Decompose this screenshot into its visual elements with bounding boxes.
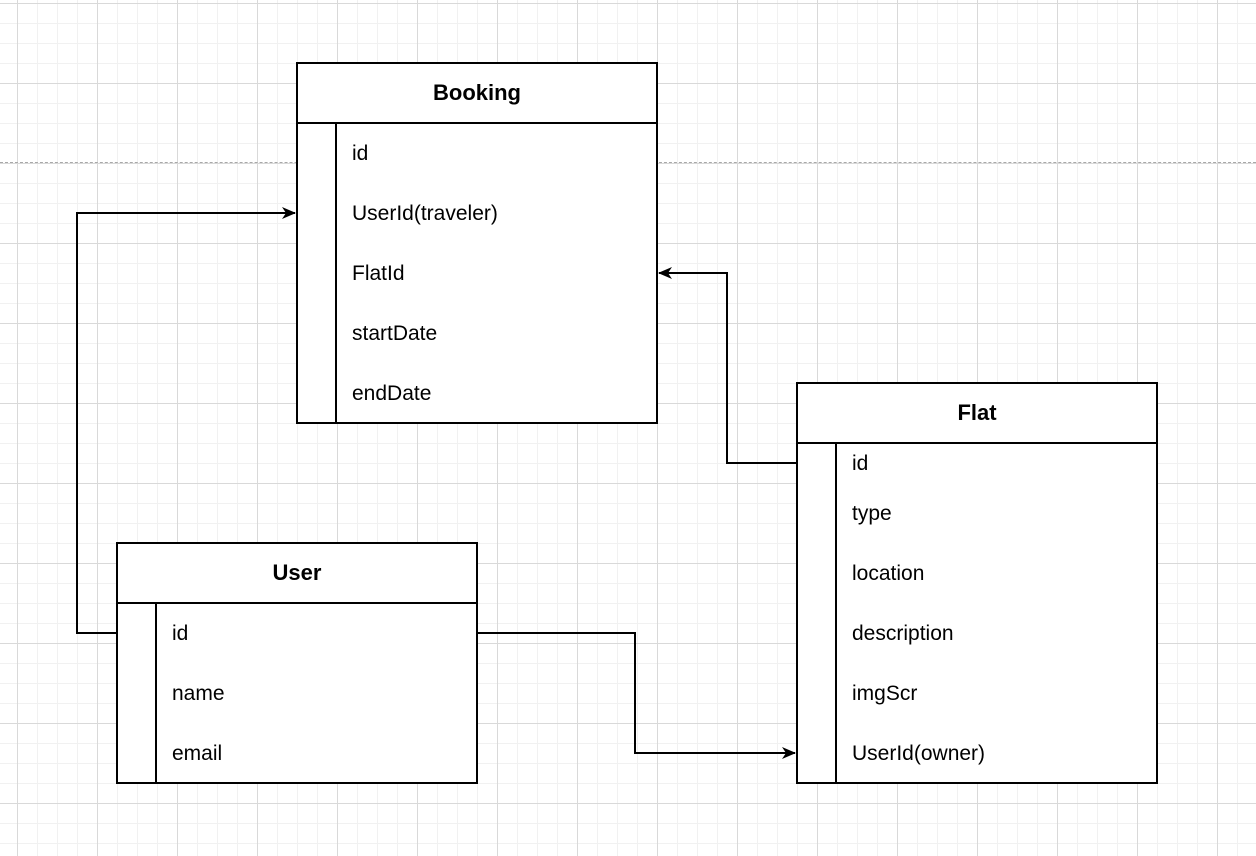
flat-entity-title[interactable]: Flat xyxy=(798,384,1156,444)
flat-field-imgscr[interactable]: imgScr xyxy=(852,682,918,705)
booking-field-id[interactable]: id xyxy=(352,142,369,165)
booking-key-column xyxy=(298,124,337,422)
flat-field-id[interactable]: id xyxy=(852,452,869,475)
flat-field-userid-owner[interactable]: UserId(owner) xyxy=(852,742,986,765)
booking-entity-title[interactable]: Booking xyxy=(298,64,656,124)
flat-entity[interactable]: Flat id type location description imgScr… xyxy=(796,382,1158,784)
user-key-column xyxy=(118,604,157,782)
user-field-name[interactable]: name xyxy=(172,682,225,705)
flat-field-description[interactable]: description xyxy=(852,622,954,645)
booking-field-flatid[interactable]: FlatId xyxy=(352,262,405,285)
flat-field-type[interactable]: type xyxy=(852,502,892,525)
user-field-email[interactable]: email xyxy=(172,742,223,765)
flat-key-column xyxy=(798,444,837,782)
flat-field-location[interactable]: location xyxy=(852,562,925,585)
user-entity[interactable]: User id name email xyxy=(116,542,478,784)
booking-field-enddate[interactable]: endDate xyxy=(352,382,432,405)
booking-entity-fields: id UserId(traveler) FlatId startDate end… xyxy=(298,124,656,422)
user-entity-fields: id name email xyxy=(118,604,476,782)
booking-field-userid-traveler[interactable]: UserId(traveler) xyxy=(352,202,498,225)
user-field-id[interactable]: id xyxy=(172,622,189,645)
connector-flat-id-to-booking-flatid[interactable] xyxy=(658,267,797,464)
connector-user-id-to-flat-userid[interactable] xyxy=(477,632,796,759)
flat-entity-fields: id type location description imgScr User… xyxy=(798,444,1156,782)
booking-field-startdate[interactable]: startDate xyxy=(352,322,438,345)
booking-entity[interactable]: Booking id UserId(traveler) FlatId start… xyxy=(296,62,658,424)
connector-user-id-to-booking-userid[interactable] xyxy=(76,207,296,634)
user-entity-title[interactable]: User xyxy=(118,544,476,604)
